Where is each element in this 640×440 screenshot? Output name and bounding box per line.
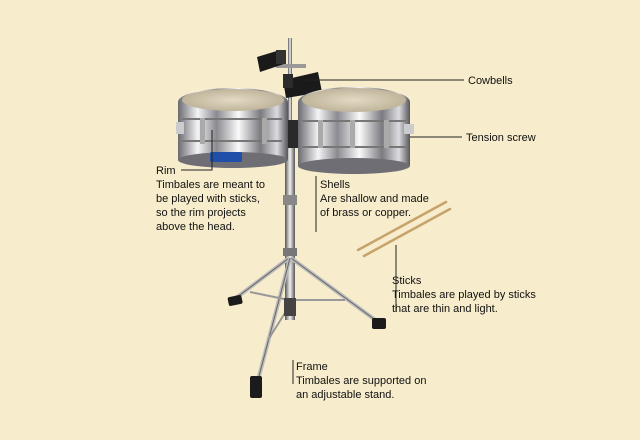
brand-badge <box>210 152 242 162</box>
label-cowbells: Cowbells <box>468 74 513 88</box>
leader-lines <box>181 79 464 384</box>
label-sticks: Sticks Timbales are played by sticks tha… <box>392 274 536 316</box>
tension-screw-title: Tension screw <box>466 132 536 144</box>
label-rim: Rim Timbales are meant to be played with… <box>156 164 265 234</box>
frame-description: Timbales are supported on an adjustable … <box>296 375 427 401</box>
sticks-title: Sticks <box>392 275 422 287</box>
label-shells: Shells Are shallow and made of brass or … <box>320 178 429 220</box>
shells-title: Shells <box>320 179 350 191</box>
cowbells <box>257 50 322 98</box>
rim-description: Timbales are meant to be played with sti… <box>156 179 266 233</box>
frame-title: Frame <box>296 361 328 373</box>
tension-screw <box>404 124 414 134</box>
rim-title: Rim <box>156 165 176 177</box>
cowbells-title: Cowbells <box>468 75 513 87</box>
shells-description: Are shallow and made of brass or copper. <box>320 193 429 219</box>
sticks-description: Timbales are played by sticks that are t… <box>392 289 536 315</box>
frame-stand <box>227 120 386 398</box>
drum-sticks <box>356 200 452 258</box>
left-timbale <box>176 88 288 168</box>
label-tension-screw: Tension screw <box>466 131 536 145</box>
leader-rim <box>181 130 213 171</box>
label-frame: Frame Timbales are supported on an adjus… <box>296 360 426 402</box>
right-timbale <box>298 87 414 174</box>
